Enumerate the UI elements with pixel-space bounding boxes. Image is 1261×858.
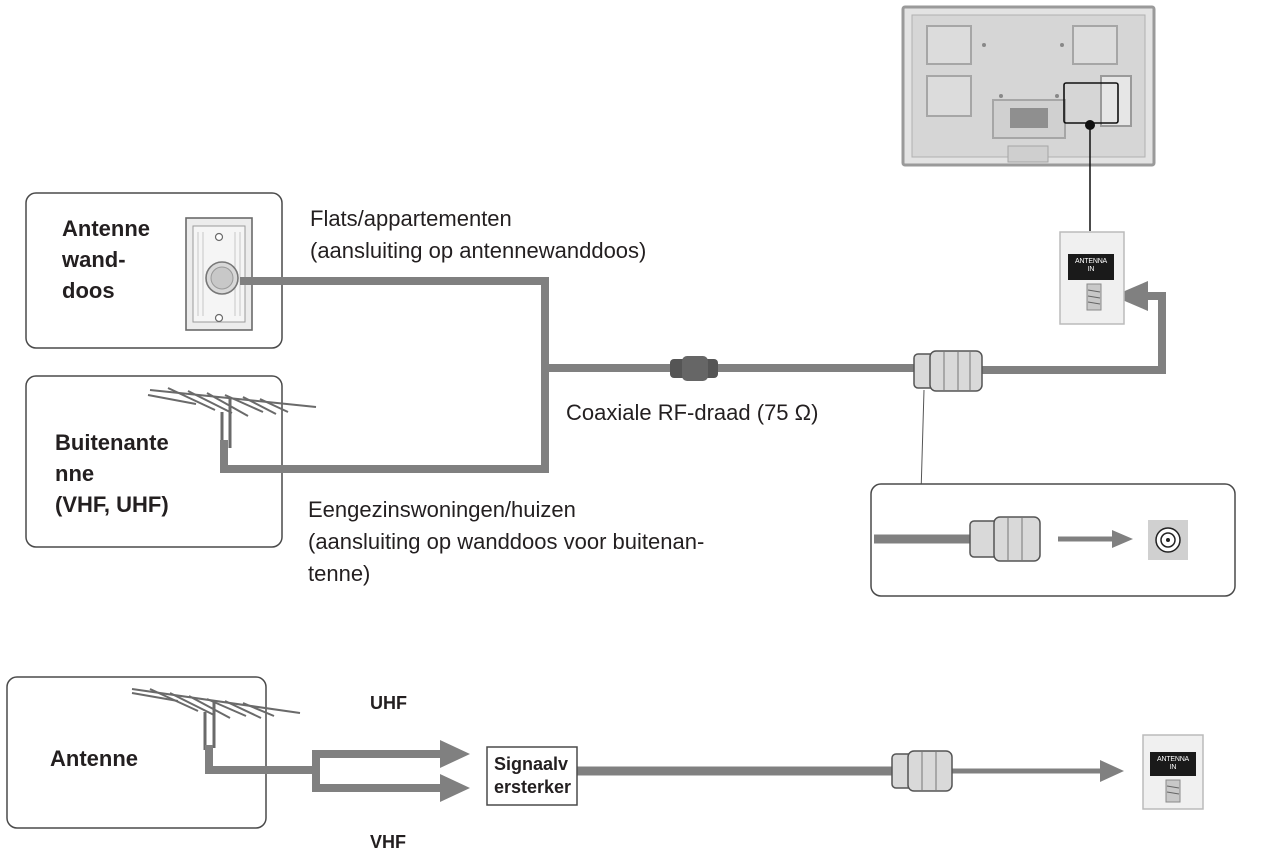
uhf-label: UHF: [370, 693, 407, 713]
ferrite-core: [670, 356, 718, 381]
tv-rear-panel-illustration: [901, 5, 1156, 167]
houses-note-line: Eengezinswoningen/huizen: [308, 497, 576, 522]
amplifier-label-line: Signaalv: [494, 754, 569, 774]
outdoor-antenna-title-line: (VHF, UHF): [55, 492, 169, 517]
bottom-antenna-title: Antenne: [50, 746, 138, 771]
tv-port-label-top: ANTENNA IN: [1068, 258, 1114, 274]
cable-label: Coaxiale RF-draad (75 Ω): [566, 400, 819, 425]
tv-port-label-line: IN: [1087, 266, 1095, 273]
plug-detail-inset: [870, 483, 1236, 597]
coax-plug-top: [913, 350, 983, 392]
houses-note-line: (aansluiting op wanddoos voor buitenan-: [308, 529, 705, 554]
vhf-arrow: [440, 774, 470, 802]
tv-port-label-bottom: ANTENNA IN: [1150, 756, 1196, 772]
outdoor-antenna-title-line: nne: [55, 461, 95, 486]
signal-amplifier-box: [486, 746, 578, 806]
coax-plug-bottom: [891, 750, 953, 792]
flats-note-line: (aansluiting op antennewanddoos): [310, 238, 647, 263]
outdoor-antenna-panel: [25, 375, 283, 548]
arrow-to-tv-bottom: [1100, 760, 1124, 782]
outdoor-antenna-title-line: Buitenante: [55, 430, 169, 455]
flats-note: Flats/appartementen (aansluiting op ante…: [310, 203, 646, 267]
tv-port-label-line: ANTENNA: [1156, 756, 1190, 763]
tv-antenna-jack-top: [1059, 231, 1125, 325]
flats-note-line: Flats/appartementen: [310, 206, 512, 231]
tv-antenna-jack-bottom: [1142, 734, 1204, 810]
vhf-label: VHF: [370, 832, 406, 852]
tv-callout-dot: [1085, 120, 1095, 130]
wall-box-title: Antenne wand- doos: [62, 213, 150, 306]
yagi-antenna-icon: [147, 387, 317, 450]
uhf-arrow: [440, 740, 470, 768]
wall-box-title-line: doos: [62, 278, 115, 303]
amplifier-label-line: ersterker: [494, 777, 572, 797]
tv-port-label-line: ANTENNA: [1074, 258, 1108, 265]
coax-cable-bottom: [205, 745, 1102, 792]
wall-box-title-line: wand-: [62, 247, 126, 272]
wall-socket-icon: [185, 217, 253, 331]
coax-cable-top: [220, 277, 1166, 473]
houses-note-line: tenne): [308, 561, 371, 586]
amplifier-label: Signaalv ersterker: [494, 753, 574, 799]
tv-port-label-line: IN: [1169, 764, 1177, 771]
antenna-panel: [6, 676, 267, 829]
outdoor-antenna-title: Buitenante nne (VHF, UHF): [55, 427, 169, 520]
wall-box-title-line: Antenne: [62, 216, 150, 241]
houses-note: Eengezinswoningen/huizen (aansluiting op…: [308, 494, 704, 590]
yagi-antenna-icon-bottom: [131, 688, 301, 750]
cable-arrow-to-tv: [1113, 281, 1148, 311]
